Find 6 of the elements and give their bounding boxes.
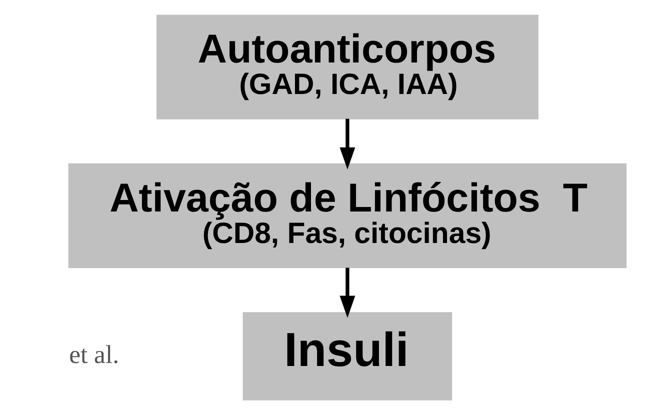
node-box: Autoanticorpos (GAD, ICA, IAA)	[156, 14, 538, 120]
label: et al.	[68, 340, 119, 370]
node-box: Insuli	[242, 312, 452, 400]
node-box: Ativação de Linfócitos T (CD8, Fas, citocinas)	[68, 163, 626, 268]
arrow	[339, 268, 355, 318]
arrow	[339, 118, 355, 170]
